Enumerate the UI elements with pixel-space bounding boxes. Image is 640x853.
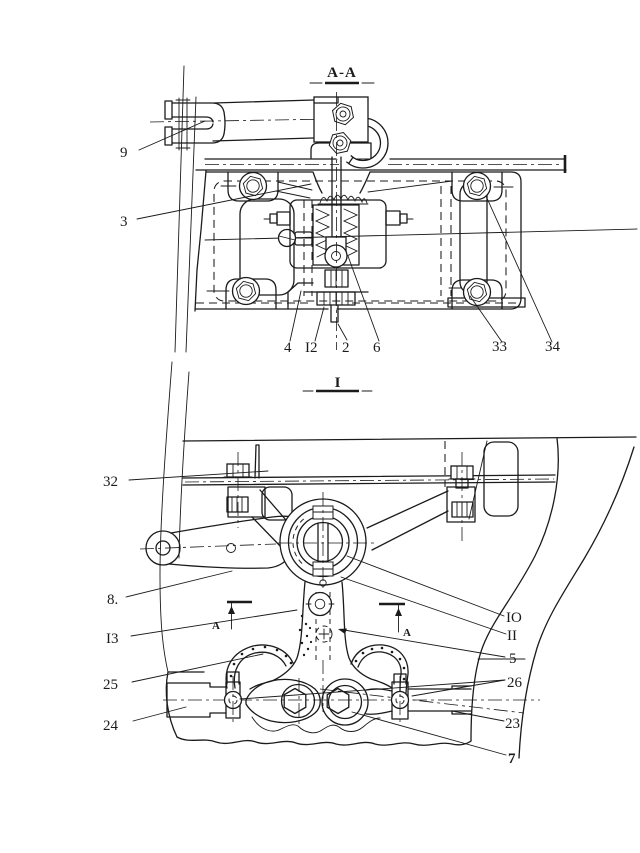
clamp-bolt-left [223,444,266,528]
callout-label-33: 33 [492,339,507,355]
callout-label-23: 23 [505,716,520,732]
hinge-bolt-upper [331,102,355,126]
upper-bracket-block [310,96,372,159]
callout-label-32: 32 [103,474,118,490]
callout-8: 8. [107,570,233,608]
fork-pin [175,97,191,151]
callout-24: 24 [103,706,187,734]
callout-32: 32 [103,470,269,490]
section-view-a-a: A-A [120,65,638,356]
corner-bolt-top-right [451,171,514,202]
strap-right [350,644,409,695]
section-marker-left-letter: A [212,620,220,632]
frame-top-line [182,436,637,442]
link-arm [149,99,337,142]
spring-left [314,208,331,258]
strap-left [225,644,294,689]
stipple-texture [298,614,313,657]
left-window [239,198,295,296]
callout-label-26: 26 [507,675,523,691]
callout-26: 26 [239,675,523,700]
detail-view-i: I [103,361,637,767]
callout-33: 33 [469,295,507,355]
stem-rod [331,156,342,237]
section-marker-right: A [379,602,411,639]
callout-label-24: 24 [103,718,119,734]
callout-label-11: II [507,628,517,644]
strap-right-dots [354,646,406,681]
eye-link-left [245,678,321,726]
drag-link-assembly [163,676,540,734]
hinge-bolt-lower [328,132,352,154]
callout-label-7: 7 [508,751,516,767]
callout-2: 2 [337,323,350,356]
hub-bearing [278,492,374,608]
callout-10: IO [346,555,522,626]
frame-rail [195,155,567,173]
spring-ruffle-collar [319,194,368,204]
callout-label-34: 34 [545,339,561,355]
corner-bolt-bottom-left [206,276,277,310]
callout-9: 9 [120,120,206,161]
callout-12: I2 [305,306,325,356]
pendulum-arm [249,581,393,712]
callout-7: 7 [351,711,516,767]
section-title-a-a: A-A [309,65,375,85]
strap-left-dots [229,645,293,678]
callout-label-6: 6 [373,340,381,356]
callout-label-8: 8. [107,592,118,608]
spring-box [263,92,414,350]
spring-right [342,208,359,258]
detail-title-i: I [302,375,373,393]
callout-5: 5 [338,628,517,667]
corner-bolt-bottom-right [448,277,503,310]
callout-3: 3 [120,183,312,230]
callout-label-3: 3 [120,214,128,230]
callout-4: 4 [284,290,302,356]
fork-clevis [164,97,226,151]
casting-scallop [251,716,381,734]
callout-25: 25 [103,653,264,693]
callout-11: II [340,576,517,644]
callout-23: 23 [451,710,520,732]
callout-label-12: I2 [305,340,318,356]
break-edge-lines-top [174,65,197,353]
stem-lower-stack [304,269,369,323]
lever-arm [139,515,294,569]
callout-label-9: 9 [120,145,128,161]
callout-label-5: 5 [509,651,517,667]
callout-label-10: IO [506,610,522,626]
right-rod [407,685,472,715]
callout-label-4: 4 [284,340,292,356]
center-axis-line [204,228,638,241]
casting-pad-mid [261,486,293,521]
screw-plug [277,228,313,248]
callout-34: 34 [485,195,561,355]
follower-nut [324,244,348,268]
eye-link-right [321,678,393,726]
section-title-text: A-A [327,65,357,81]
section-marker-right-letter: A [403,627,411,639]
detail-title-text: I [335,375,342,391]
callout-6: 6 [347,255,381,356]
callout-13: I3 [106,609,298,647]
callout-label-13: I3 [106,631,119,647]
callout-label-25: 25 [103,677,118,693]
section-marker-left: A [212,600,252,632]
callout-label-2: 2 [342,340,350,356]
clamp-bolt-right [446,452,476,545]
corner-bolt-top-left [220,171,279,202]
bracket-notch [287,282,314,310]
